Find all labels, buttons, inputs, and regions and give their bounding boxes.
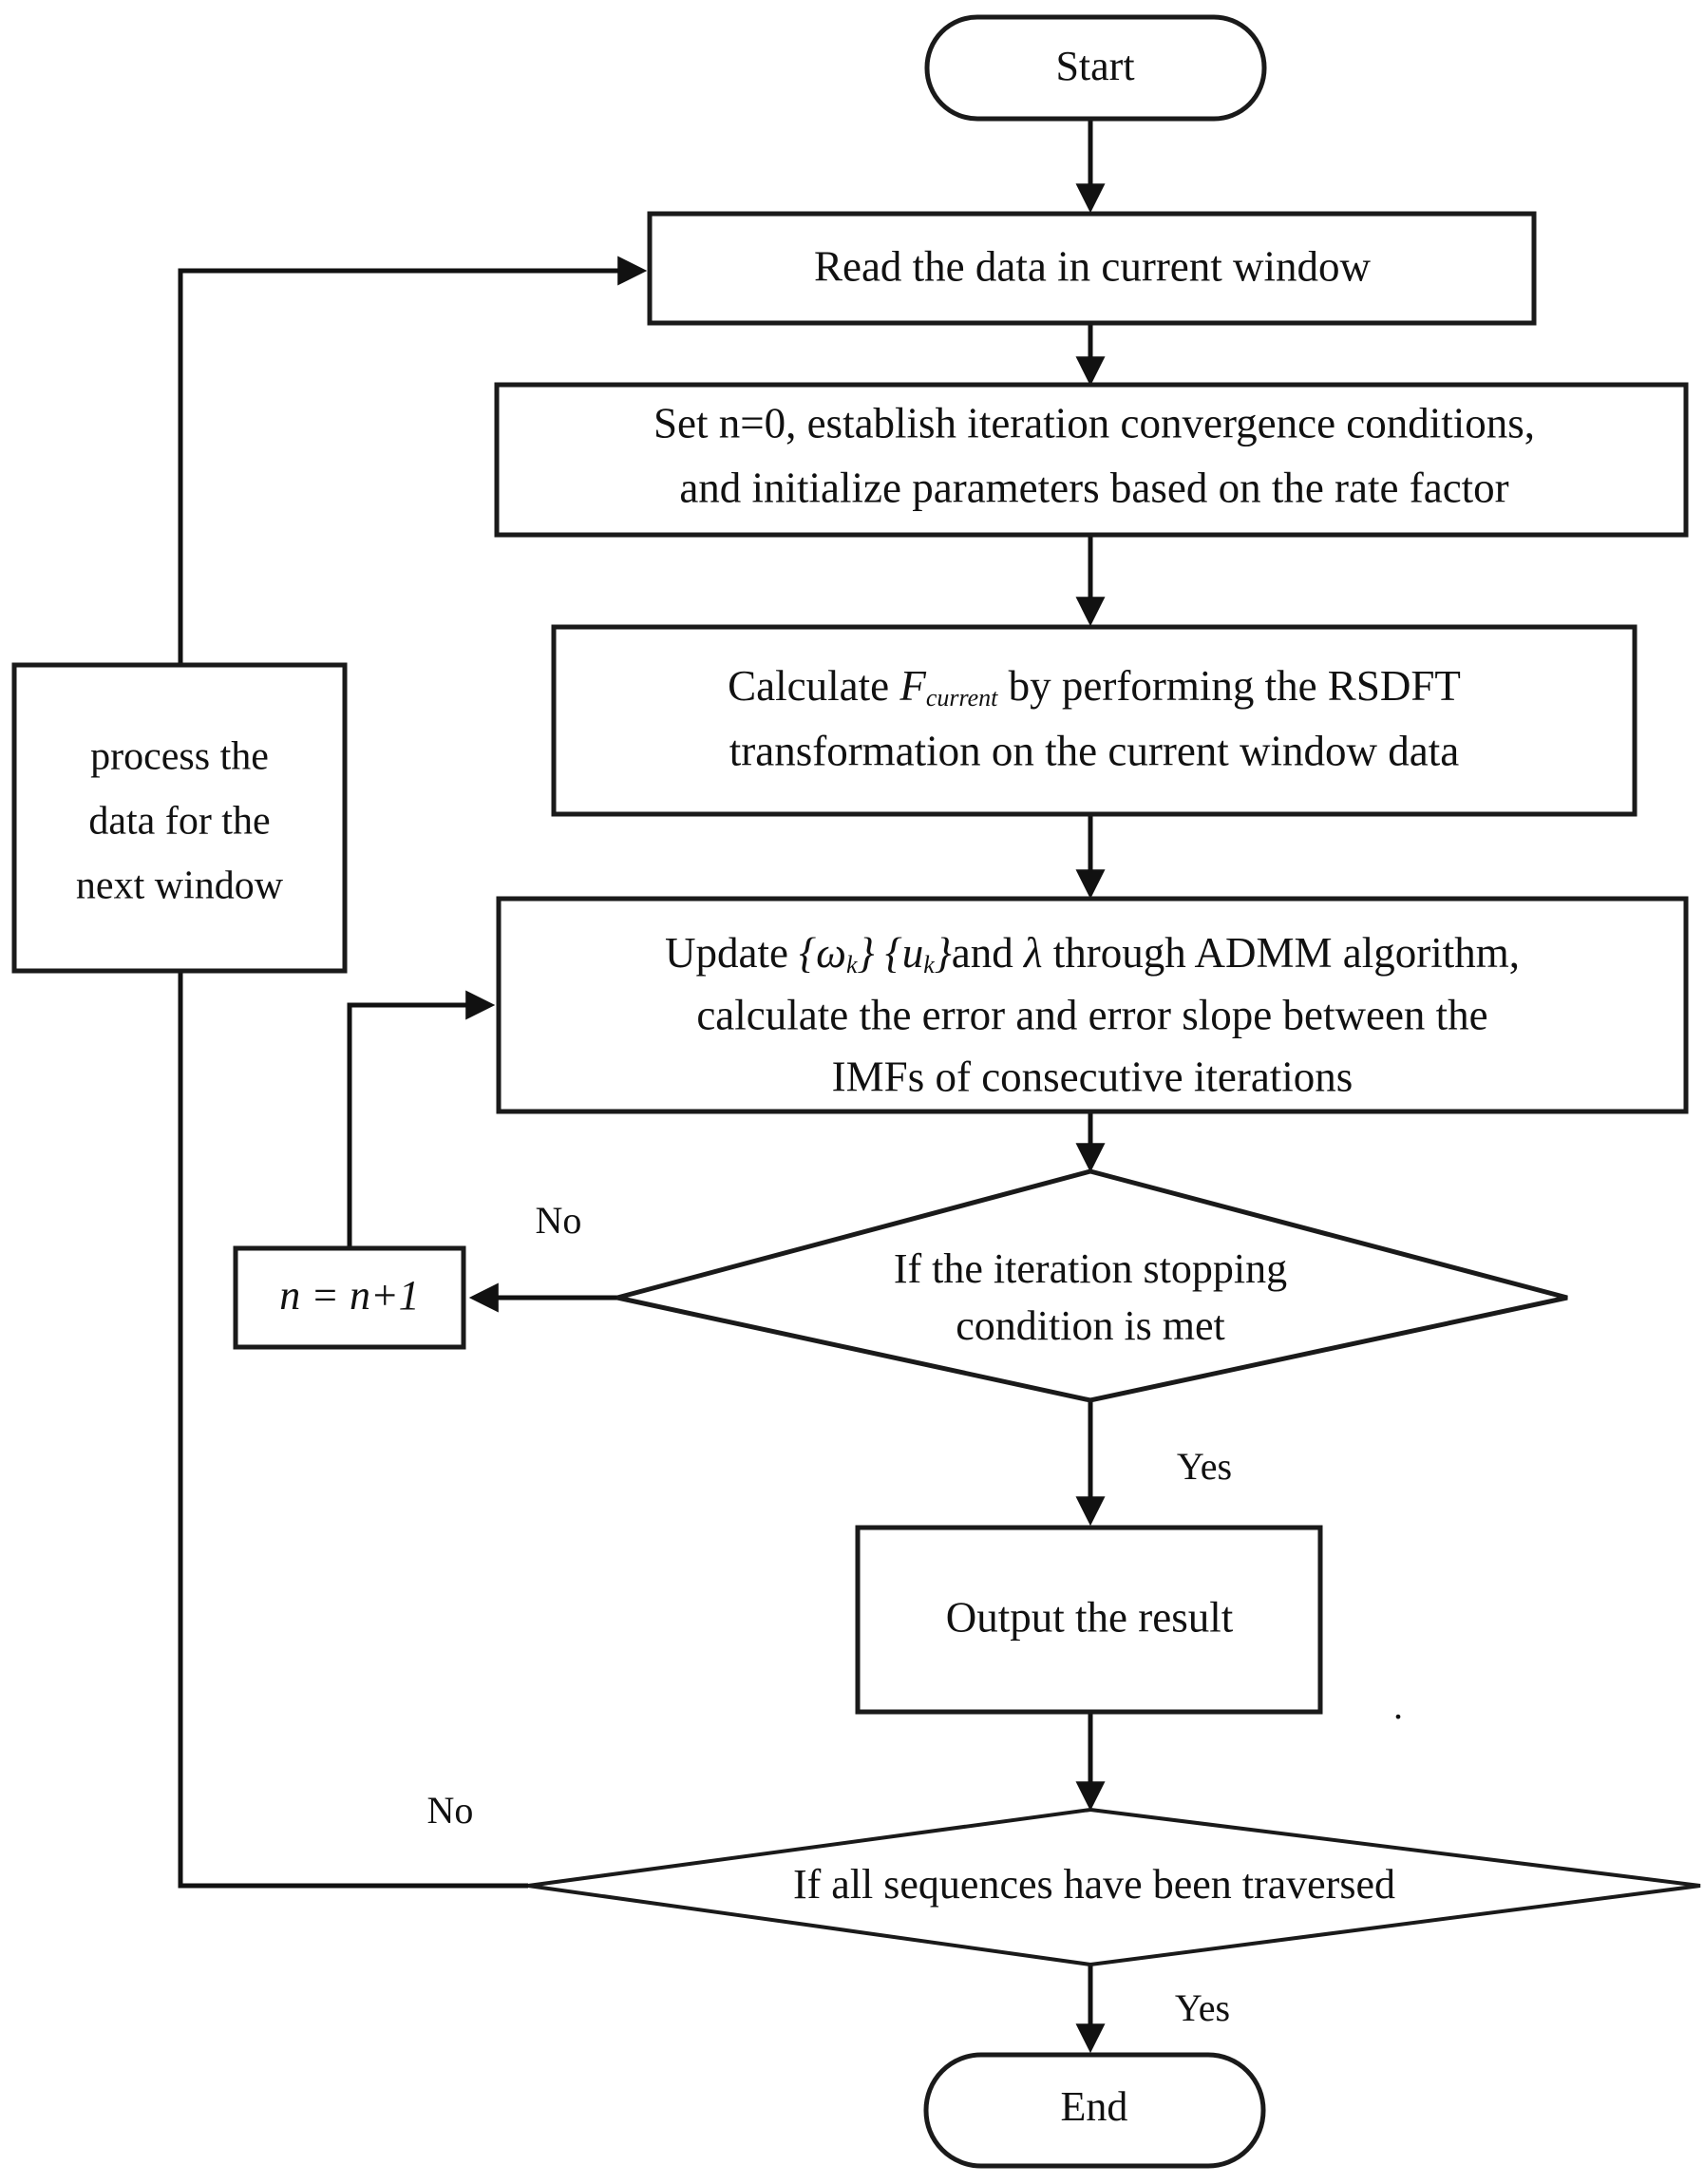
end-shape [923,2052,1266,2169]
update-line1: Update {ωk} {uk}and λ through ADMM algor… [665,929,1520,978]
update-line1-u-subscript: k [923,951,935,978]
edge-increment-to-update [347,990,496,1248]
calculate-line1: Calculate Fcurrent by performing the RSD… [728,662,1461,712]
edge-label-traversed-no: No [427,1789,474,1832]
update-line1-and: and [952,929,1024,977]
decision-traversed-label: If all sequences have been traversed [793,1861,1395,1908]
read-window-shape [647,211,1537,326]
update-line1-omega: {ω [799,929,846,977]
update-line3: IMFs of consecutive iterations [832,1053,1354,1100]
update-shape [496,896,1689,1114]
node-end[interactable]: End [923,2052,1266,2169]
process-next-line2: data for the [88,800,270,844]
process-next-line1: process the [90,735,269,779]
process-next-line3: next window [76,864,284,908]
node-process-next-window[interactable]: process the data for the next window [11,662,348,974]
node-output-result[interactable]: Output the result [855,1525,1323,1715]
node-increment-n[interactable]: n = n+1 [233,1245,466,1350]
node-update[interactable]: Update {ωk} {uk}and λ through ADMM algor… [496,896,1689,1114]
set-init-shape [494,382,1689,538]
decision-iteration-line2: condition is met [956,1302,1225,1349]
increment-n-shape [233,1245,466,1350]
update-line1-suffix: through ADMM algorithm, [1043,929,1521,977]
set-init-line2: and initialize parameters based on the r… [679,464,1508,511]
start-label: Start [1055,43,1134,89]
edge-process-next-to-read-window [178,256,648,665]
output-result-shape [855,1525,1323,1715]
node-read-window[interactable]: Read the data in current window [647,211,1537,326]
edge-decision-traversed-no-to-process-next [178,971,528,1889]
decision-traversed-shape [527,1807,1701,1967]
calculate-line2: transformation on the current window dat… [729,727,1460,774]
node-calculate[interactable]: Calculate Fcurrent by performing the RSD… [551,624,1638,817]
calculate-line1-suffix: by performing the RSDFT [997,662,1460,710]
node-decision-traversed[interactable]: If all sequences have been traversed [527,1807,1701,1967]
process-next-window-shape [11,662,348,974]
node-decision-iteration[interactable]: If the iteration stopping condition is m… [616,1168,1568,1403]
output-result-label: Output the result [946,1593,1234,1641]
stray-period: . [1393,1684,1403,1727]
decision-iteration-line1: If the iteration stopping [894,1245,1287,1292]
end-label: End [1061,2083,1128,2130]
update-line1-u-close: } [935,929,952,977]
edge-label-traversed-yes: Yes [1175,1986,1230,2029]
update-line1-lambda: λ [1022,929,1043,977]
update-line1-u: } {u [858,929,924,977]
edge-label-iteration-yes: Yes [1177,1445,1232,1488]
node-set-init[interactable]: Set n=0, establish iteration convergence… [494,382,1689,538]
edge-label-iteration-no: No [536,1199,582,1242]
read-window-label: Read the data in current window [814,242,1372,290]
update-line1-omega-subscript: k [846,951,858,978]
node-start[interactable]: Start [924,14,1267,122]
update-line2: calculate the error and error slope betw… [696,991,1487,1038]
calculate-line1-subscript: current [926,684,998,712]
start-shape [924,14,1267,122]
update-line1-prefix: Update [665,929,799,977]
calculate-shape [551,624,1638,817]
set-init-line1: Set n=0, establish iteration convergence… [653,399,1535,446]
calculate-line1-variable: F [899,662,926,710]
decision-iteration-shape [616,1168,1568,1403]
calculate-line1-prefix: Calculate [728,662,899,710]
increment-n-label: n = n+1 [279,1272,419,1319]
